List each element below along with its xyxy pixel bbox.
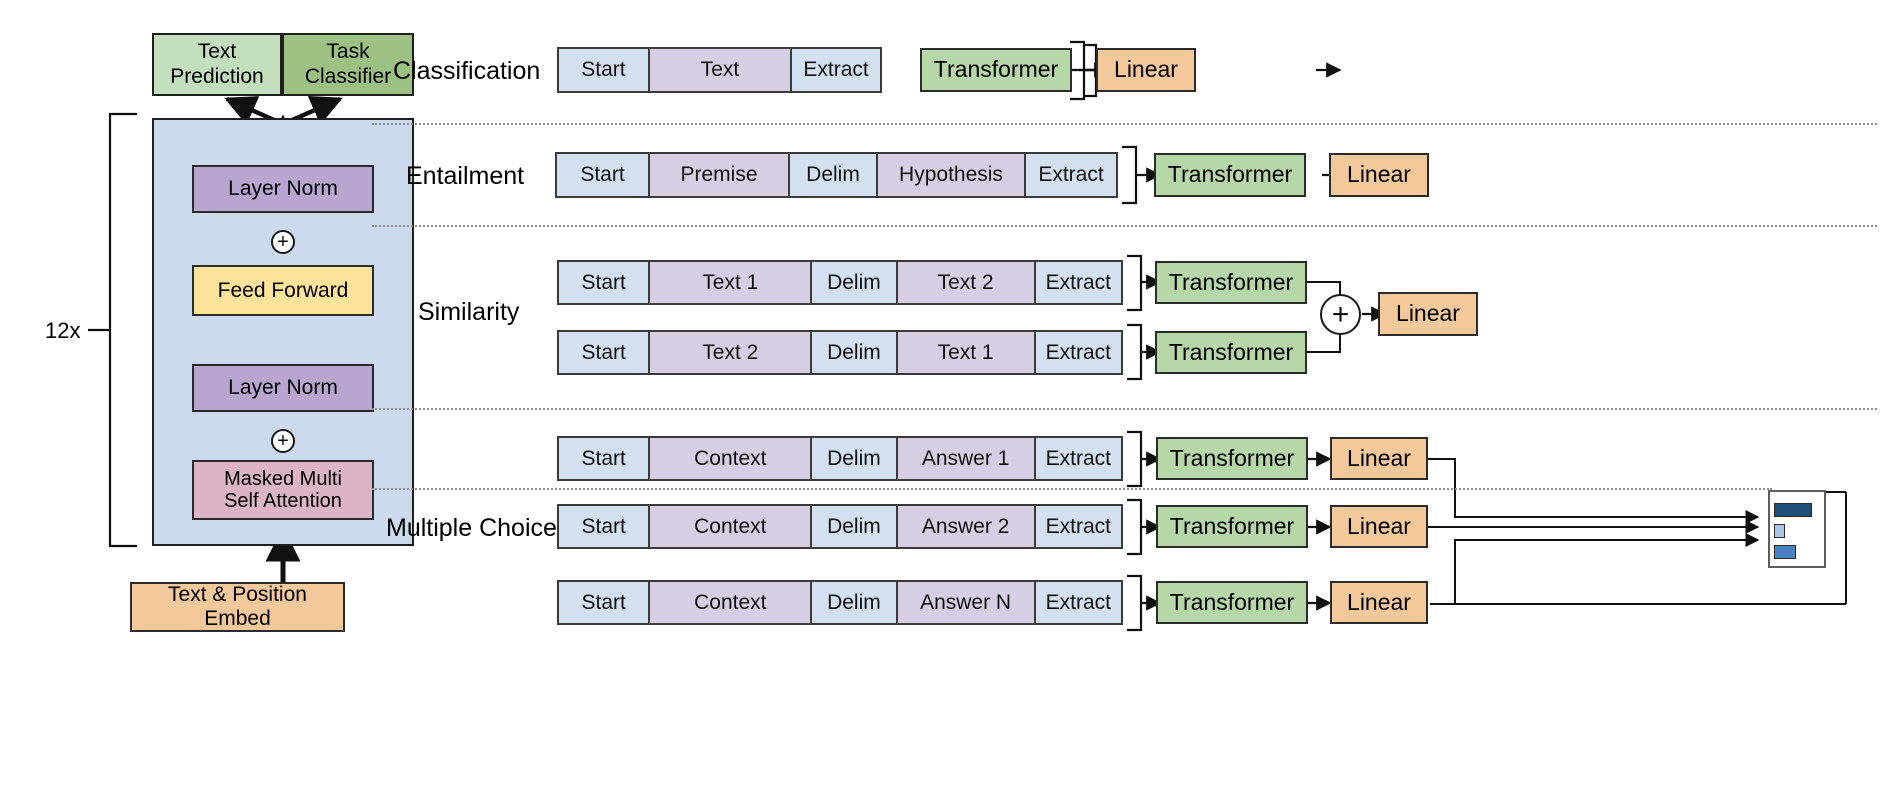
task-classifier-head[interactable]: Task Classifier xyxy=(282,33,414,96)
task-label-classification: Classification xyxy=(393,57,541,85)
transformer-similarity-2[interactable]: Transformer xyxy=(1155,331,1307,374)
transformer-entailment[interactable]: Transformer xyxy=(1154,153,1306,197)
token-cell[interactable]: Context xyxy=(650,506,813,547)
token-cell[interactable]: Start xyxy=(557,154,650,196)
token-cell[interactable]: Extract xyxy=(1035,506,1121,547)
residual-add-bottom: + xyxy=(271,429,295,453)
token-sequence-multiple-choice-3: Start Context Delim Answer N Extract xyxy=(557,580,1123,625)
token-sequence-multiple-choice-2: Start Context Delim Answer 2 Extract xyxy=(557,504,1123,549)
separator-3 xyxy=(372,408,1877,410)
token-cell[interactable]: Start xyxy=(559,506,651,547)
similarity-sum-node: + xyxy=(1320,294,1361,335)
token-cell[interactable]: Text 1 xyxy=(897,332,1036,373)
token-cell[interactable]: Extract xyxy=(1035,332,1121,373)
token-cell[interactable]: Delim xyxy=(790,154,878,196)
feed-forward-layer[interactable]: Feed Forward xyxy=(192,265,374,316)
token-cell[interactable]: Extract xyxy=(1035,582,1121,623)
token-cell[interactable]: Extract xyxy=(1035,262,1121,303)
token-cell[interactable]: Start xyxy=(559,49,650,91)
text-position-embed[interactable]: Text & Position Embed xyxy=(130,582,345,632)
linear-multiple-choice-2[interactable]: Linear xyxy=(1330,505,1428,548)
masked-multi-self-attention-layer[interactable]: Masked Multi Self Attention xyxy=(192,460,374,520)
token-cell[interactable]: Delim xyxy=(812,262,898,303)
linear-multiple-choice-3[interactable]: Linear xyxy=(1330,581,1428,624)
text-prediction-head[interactable]: Text Prediction xyxy=(152,33,282,96)
transformer-classification[interactable]: Transformer xyxy=(920,48,1072,92)
task-label-entailment: Entailment xyxy=(406,162,525,190)
token-cell[interactable]: Delim xyxy=(812,506,898,547)
token-cell[interactable]: Context xyxy=(650,438,813,479)
token-cell[interactable]: Answer 1 xyxy=(897,438,1036,479)
token-sequence-entailment: Start Premise Delim Hypothesis Extract xyxy=(555,152,1118,198)
token-cell[interactable]: Start xyxy=(559,582,651,623)
token-sequence-multiple-choice-1: Start Context Delim Answer 1 Extract xyxy=(557,436,1123,481)
linear-entailment[interactable]: Linear xyxy=(1329,153,1429,197)
task-label-multiple-choice: Multiple Choice xyxy=(386,514,557,542)
token-sequence-similarity-2: Start Text 2 Delim Text 1 Extract xyxy=(557,330,1123,375)
token-cell[interactable]: Text 2 xyxy=(897,262,1036,303)
separator-2 xyxy=(372,225,1877,227)
transformer-multiple-choice-1[interactable]: Transformer xyxy=(1156,437,1308,480)
output-score-histogram xyxy=(1768,490,1826,568)
token-cell[interactable]: Extract xyxy=(1035,438,1121,479)
token-sequence-classification: Start Text Extract xyxy=(557,47,882,93)
residual-add-top: + xyxy=(271,230,295,254)
transformer-multiple-choice-2[interactable]: Transformer xyxy=(1156,505,1308,548)
token-cell[interactable]: Answer N xyxy=(897,582,1036,623)
token-cell[interactable]: Delim xyxy=(812,438,898,479)
histogram-bar xyxy=(1774,545,1796,559)
linear-similarity[interactable]: Linear xyxy=(1378,292,1478,336)
layer-norm-top[interactable]: Layer Norm xyxy=(192,165,374,213)
separator-4 xyxy=(372,488,1772,490)
separator-1 xyxy=(372,123,1877,125)
layer-norm-bottom[interactable]: Layer Norm xyxy=(192,364,374,412)
repeat-count-label: 12x xyxy=(45,318,81,343)
token-cell[interactable]: Delim xyxy=(812,332,898,373)
token-cell[interactable]: Premise xyxy=(650,154,790,196)
token-cell[interactable]: Extract xyxy=(792,49,880,91)
linear-multiple-choice-1[interactable]: Linear xyxy=(1330,437,1428,480)
token-cell[interactable]: Delim xyxy=(812,582,898,623)
token-cell[interactable]: Context xyxy=(650,582,813,623)
histogram-bar xyxy=(1774,524,1785,538)
linear-classification[interactable]: Linear xyxy=(1096,48,1196,92)
task-label-similarity: Similarity xyxy=(418,298,520,326)
token-cell[interactable]: Text xyxy=(649,49,793,91)
token-cell[interactable]: Start xyxy=(559,332,651,373)
token-cell[interactable]: Hypothesis xyxy=(878,154,1026,196)
token-cell[interactable]: Text 1 xyxy=(650,262,813,303)
transformer-multiple-choice-3[interactable]: Transformer xyxy=(1156,581,1308,624)
token-cell[interactable]: Start xyxy=(559,438,651,479)
token-cell[interactable]: Extract xyxy=(1026,154,1116,196)
token-cell[interactable]: Answer 2 xyxy=(897,506,1036,547)
token-sequence-similarity-1: Start Text 1 Delim Text 2 Extract xyxy=(557,260,1123,305)
token-cell[interactable]: Start xyxy=(559,262,651,303)
token-cell[interactable]: Text 2 xyxy=(650,332,813,373)
histogram-bar xyxy=(1774,503,1812,517)
transformer-similarity-1[interactable]: Transformer xyxy=(1155,261,1307,304)
